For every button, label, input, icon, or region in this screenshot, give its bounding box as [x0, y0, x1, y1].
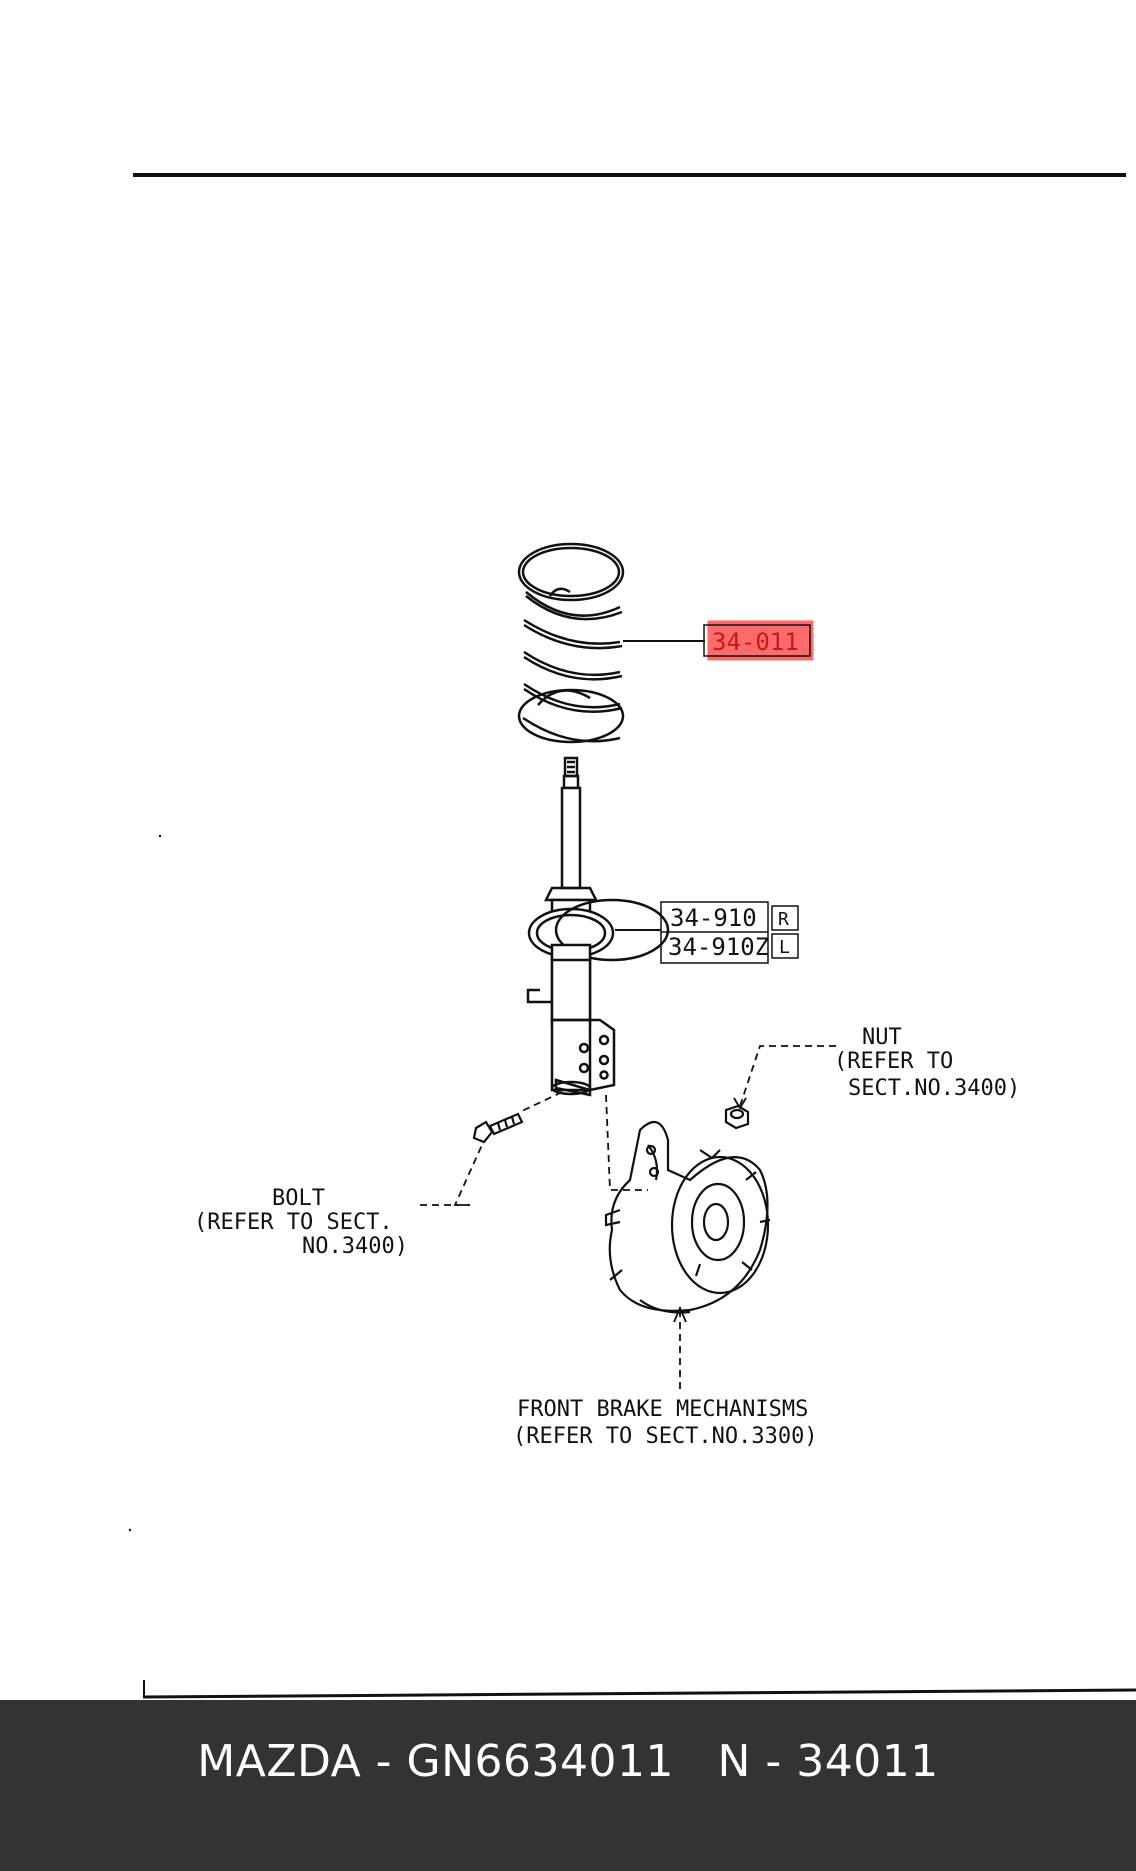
right-tag-box [771, 905, 799, 931]
nut-reference-line1: (REFER TO [834, 1049, 953, 1074]
footer-part-text: MAZDA - GN6634011 N - 34011 [197, 1736, 939, 1787]
bolt-reference-line2: NO.3400) [302, 1234, 408, 1259]
brake-label: FRONT BRAKE MECHANISMS [517, 1397, 808, 1422]
bottom-border-line [142, 1688, 1136, 1699]
spring-callout-box [703, 624, 811, 657]
left-tag: L [779, 937, 790, 958]
nut-reference-line2: SECT.NO.3400) [848, 1076, 1020, 1101]
left-tag-box [771, 933, 799, 959]
bolt-part[interactable] [472, 1112, 524, 1144]
nut-label: NUT [862, 1025, 902, 1050]
footer-bar: MAZDA - GN6634011 N - 34011 [0, 1700, 1136, 1871]
strut-assembly[interactable] [526, 756, 670, 1097]
strut-right-part-number: 34-910 [670, 904, 757, 932]
spring-callout-highlight[interactable] [707, 620, 814, 661]
spring-part-number: 34-011 [712, 628, 799, 656]
right-tag: R [778, 909, 789, 930]
nut-arrow-head [733, 1097, 747, 1110]
brake-reference: (REFER TO SECT.NO.3300) [513, 1424, 818, 1449]
coil-spring[interactable] [517, 542, 625, 744]
strut-left-part-number: 34-910Z [668, 933, 769, 961]
brake-arrow-head [673, 1305, 687, 1323]
nut-part[interactable] [724, 1104, 750, 1130]
scan-speck [128, 1528, 132, 1532]
bolt-reference-line1: (REFER TO SECT. [194, 1210, 393, 1235]
parts-diagram: 34-011 34-910 34-910Z R L [128, 173, 1136, 1699]
brake-knuckle[interactable] [604, 1120, 771, 1314]
bolt-label: BOLT [272, 1186, 325, 1211]
scan-speck [158, 834, 162, 838]
dashed-leaders [420, 1045, 836, 1392]
